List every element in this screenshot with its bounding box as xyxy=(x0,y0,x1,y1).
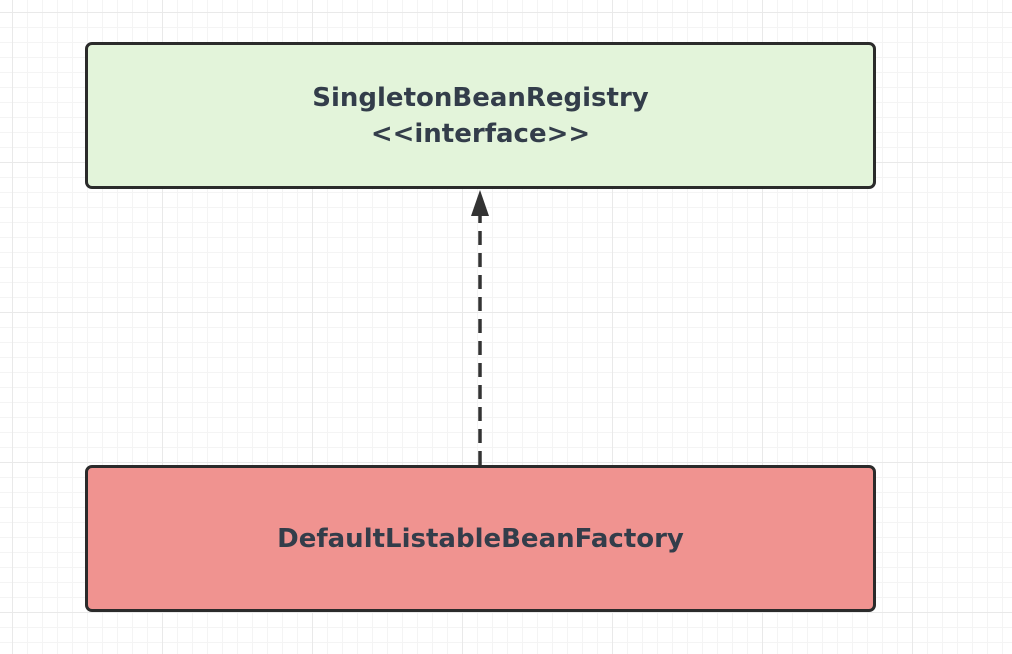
interface-stereotype: <<interface>> xyxy=(370,118,591,149)
interface-title: SingletonBeanRegistry xyxy=(312,82,649,113)
class-box[interactable]: DefaultListableBeanFactory xyxy=(85,465,876,612)
arrowhead-icon xyxy=(471,190,489,216)
class-title: DefaultListableBeanFactory xyxy=(277,523,684,554)
interface-box[interactable]: SingletonBeanRegistry <<interface>> xyxy=(85,42,876,189)
